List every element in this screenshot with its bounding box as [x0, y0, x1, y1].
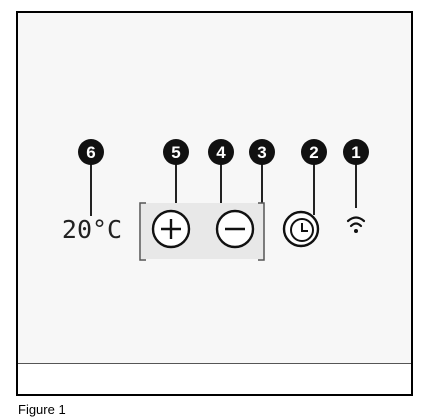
figure-caption: Figure 1	[18, 402, 66, 417]
clock-icon	[290, 218, 314, 242]
group-bracket-left	[139, 202, 146, 261]
svg-text:6: 6	[86, 143, 95, 162]
group-bracket-right	[258, 202, 265, 261]
callout-2: 2	[301, 139, 327, 165]
callout-3: 3	[249, 139, 275, 165]
callout-6: 6	[78, 139, 104, 165]
callout-4: 4	[208, 139, 234, 165]
wifi-icon	[346, 216, 366, 233]
svg-text:4: 4	[216, 143, 226, 162]
svg-text:3: 3	[257, 143, 266, 162]
minus-button[interactable]	[215, 209, 255, 249]
plus-button[interactable]	[151, 209, 191, 249]
diagram-frame	[16, 11, 413, 396]
svg-text:5: 5	[171, 143, 180, 162]
timer-button[interactable]	[282, 210, 320, 248]
control-panel	[18, 13, 411, 363]
svg-text:2: 2	[309, 143, 318, 162]
temperature-display: 20°C	[62, 215, 122, 244]
callout-5: 5	[163, 139, 189, 165]
callout-1: 1	[343, 139, 369, 165]
svg-text:1: 1	[351, 143, 360, 162]
panel-bottom-line	[18, 363, 411, 364]
